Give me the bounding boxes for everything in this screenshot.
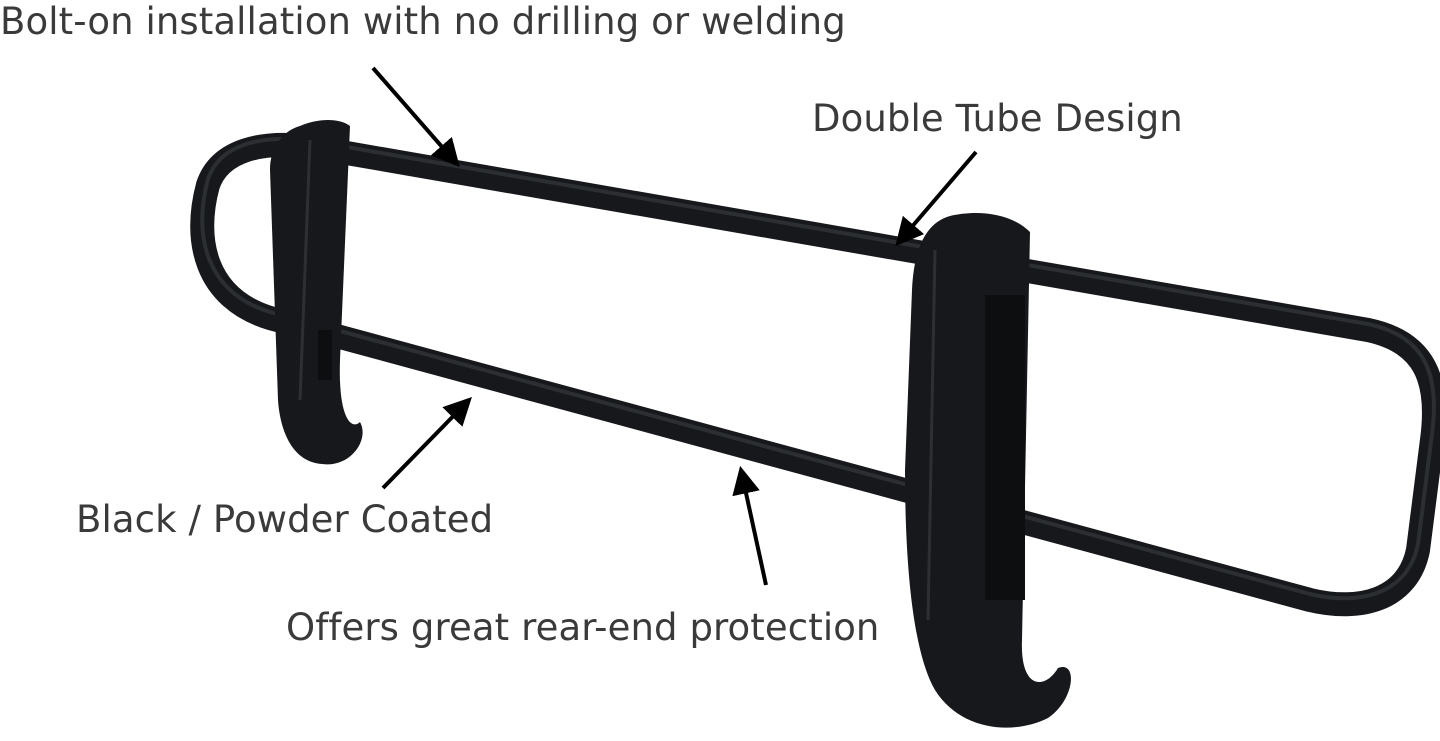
- callout-black-powder-coated: Black / Powder Coated: [76, 498, 494, 541]
- arrow-rear-protection: [732, 465, 768, 586]
- callout-arrows: [371, 66, 978, 586]
- double-tube-loop: [190, 132, 1440, 617]
- callout-bolt-on-installation: Bolt-on installation with no drilling or…: [0, 0, 846, 43]
- right-bracket: [905, 213, 1071, 728]
- arrow-black-coated: [381, 396, 472, 490]
- arrow-bolt-on: [371, 66, 460, 168]
- callout-rear-end-protection: Offers great rear-end protection: [286, 606, 880, 649]
- left-bracket: [270, 120, 363, 465]
- arrow-double-tube: [895, 150, 978, 247]
- callout-double-tube-design: Double Tube Design: [812, 97, 1183, 140]
